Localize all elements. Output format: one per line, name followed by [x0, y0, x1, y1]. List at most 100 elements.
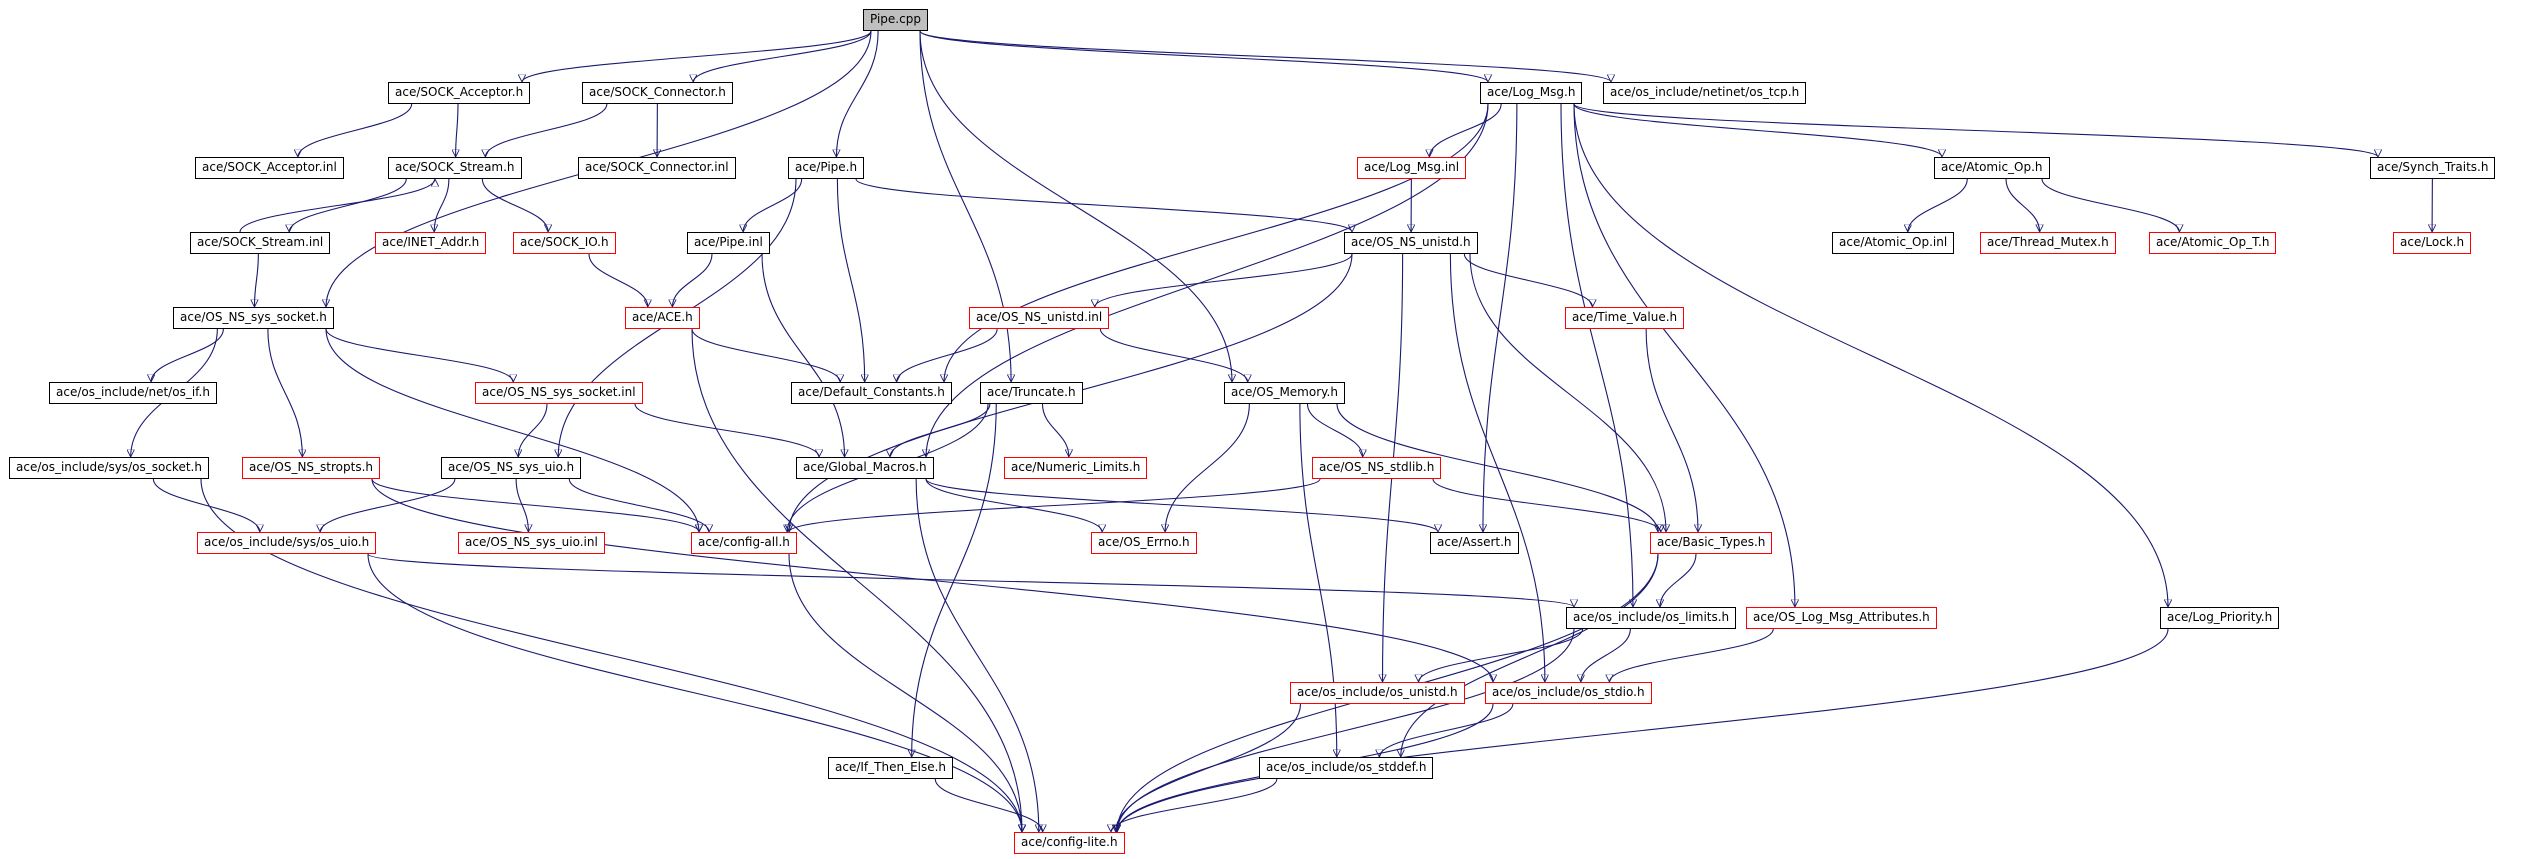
include-edge — [944, 103, 1489, 382]
file-node-global-macros-h[interactable]: ace/Global_Macros.h — [796, 457, 934, 479]
include-edge — [254, 253, 259, 307]
include-edge — [2005, 178, 2040, 233]
include-edge — [836, 30, 879, 157]
file-node-ace-h[interactable]: ace/ACE.h — [625, 307, 700, 329]
include-edge — [456, 103, 458, 157]
file-node-atomic-op-h[interactable]: ace/Atomic_Op.h — [1934, 157, 2050, 179]
file-node-time-value-h[interactable]: ace/Time_Value.h — [1565, 307, 1685, 329]
include-edge — [2041, 178, 2179, 233]
file-node-log-msg-h[interactable]: ace/Log_Msg.h — [1480, 82, 1583, 104]
file-node-numeric-limits-h[interactable]: ace/Numeric_Limits.h — [1004, 457, 1148, 479]
file-node-os-ns-unistd-inl[interactable]: ace/OS_NS_unistd.inl — [969, 307, 1110, 329]
file-node-synch-traits-h[interactable]: ace/Synch_Traits.h — [2370, 157, 2496, 179]
include-edge — [1117, 628, 1575, 832]
include-edge — [788, 553, 1022, 832]
include-edge — [1095, 253, 1353, 308]
include-edge — [588, 253, 648, 308]
file-node-os-stdio-h[interactable]: ace/os_include/os_stdio.h — [1485, 682, 1652, 704]
include-edge — [1099, 328, 1247, 383]
include-edge — [289, 178, 407, 233]
file-node-default-constants-h[interactable]: ace/Default_Constants.h — [791, 382, 952, 404]
file-node-sock-acceptor-inl[interactable]: ace/SOCK_Acceptor.inl — [195, 157, 344, 179]
file-node-if-then-else-h[interactable]: ace/If_Then_Else.h — [828, 757, 954, 779]
include-edge — [693, 30, 872, 83]
file-node-os-ns-sys-uio-h[interactable]: ace/OS_NS_sys_uio.h — [441, 457, 582, 479]
file-node-os-limits-h[interactable]: ace/os_include/os_limits.h — [1566, 607, 1737, 629]
file-node-sock-acceptor-h[interactable]: ace/SOCK_Acceptor.h — [388, 82, 531, 104]
include-edge — [485, 103, 608, 158]
include-edge — [151, 328, 224, 383]
include-edge — [1117, 628, 2169, 832]
file-node-sock-connector-h[interactable]: ace/SOCK_Connector.h — [582, 82, 733, 104]
file-node-atomic-op-t-h[interactable]: ace/Atomic_Op_T.h — [2149, 232, 2277, 254]
include-edge — [1660, 553, 1697, 608]
include-edge — [925, 478, 1438, 533]
file-node-os-stddef-h[interactable]: ace/os_include/os_stddef.h — [1259, 757, 1434, 779]
include-edge — [152, 478, 260, 533]
include-edge — [1581, 628, 1631, 683]
include-edge — [1463, 253, 1592, 308]
file-node-sock-stream-inl[interactable]: ace/SOCK_Stream.inl — [190, 232, 331, 254]
include-edge — [325, 328, 699, 532]
include-edge — [1908, 178, 1968, 233]
file-node-atomic-op-inl[interactable]: ace/Atomic_Op.inl — [1832, 232, 1955, 254]
file-node-os-ns-unistd-h[interactable]: ace/OS_NS_unistd.h — [1344, 232, 1478, 254]
file-node-truncate-h[interactable]: ace/Truncate.h — [980, 382, 1083, 404]
include-edge — [1419, 628, 1584, 683]
file-node-pipe-h[interactable]: ace/Pipe.h — [788, 157, 865, 179]
file-node-os-uio-h[interactable]: ace/os_include/sys/os_uio.h — [197, 532, 377, 554]
include-edge — [743, 178, 803, 233]
file-node-os-ns-stropts-h[interactable]: ace/OS_NS_stropts.h — [242, 457, 380, 479]
file-node-os-ns-stdlib-h[interactable]: ace/OS_NS_stdlib.h — [1312, 457, 1442, 479]
file-node-pipe-cpp: Pipe.cpp — [863, 9, 928, 31]
include-edge — [518, 403, 548, 457]
file-node-lock-h[interactable]: ace/Lock.h — [2393, 232, 2472, 254]
file-node-basic-types-h[interactable]: ace/Basic_Types.h — [1650, 532, 1773, 554]
file-node-os-socket-h[interactable]: ace/os_include/sys/os_socket.h — [9, 457, 209, 479]
include-edge — [239, 178, 435, 233]
include-edge — [855, 178, 1352, 233]
file-node-os-ns-sys-socket-h[interactable]: ace/OS_NS_sys_socket.h — [173, 307, 334, 329]
file-node-os-ns-sys-uio-inl[interactable]: ace/OS_NS_sys_uio.inl — [458, 532, 605, 554]
include-edge — [672, 253, 713, 308]
include-edge — [371, 478, 699, 533]
file-node-os-unistd-h[interactable]: ace/os_include/os_unistd.h — [1290, 682, 1465, 704]
file-node-os-log-msg-attributes-h[interactable]: ace/OS_Log_Msg_Attributes.h — [1746, 607, 1937, 629]
file-node-pipe-inl[interactable]: ace/Pipe.inl — [687, 232, 770, 254]
include-edge — [1469, 253, 1666, 532]
include-edge — [298, 103, 413, 158]
include-edge — [836, 178, 864, 382]
file-node-os-if-h[interactable]: ace/os_include/net/os_if.h — [49, 382, 217, 404]
include-edge — [267, 328, 303, 457]
include-edge — [915, 478, 1039, 832]
include-edge — [1116, 703, 1302, 832]
include-edge — [1573, 103, 1942, 158]
include-edge — [515, 478, 528, 532]
include-edge — [691, 328, 840, 383]
file-node-os-errno-h[interactable]: ace/OS_Errno.h — [1091, 532, 1197, 554]
file-node-sock-connector-inl[interactable]: ace/SOCK_Connector.inl — [578, 157, 736, 179]
file-node-assert-h[interactable]: ace/Assert.h — [1430, 532, 1519, 554]
include-edge — [919, 30, 1611, 83]
file-node-os-tcp-h[interactable]: ace/os_include/netinet/os_tcp.h — [1603, 82, 1807, 104]
file-node-inet-addr-h[interactable]: ace/INET_Addr.h — [375, 232, 487, 254]
include-edge — [1432, 478, 1661, 533]
file-node-thread-mutex-h[interactable]: ace/Thread_Mutex.h — [1980, 232, 2116, 254]
file-node-sock-io-h[interactable]: ace/SOCK_IO.h — [513, 232, 616, 254]
file-node-os-memory-h[interactable]: ace/OS_Memory.h — [1224, 382, 1345, 404]
file-node-sock-stream-h[interactable]: ace/SOCK_Stream.h — [388, 157, 522, 179]
include-edge — [925, 478, 1102, 533]
file-node-os-ns-sys-socket-inl[interactable]: ace/OS_NS_sys_socket.inl — [475, 382, 643, 404]
file-node-config-all-h[interactable]: ace/config-all.h — [691, 532, 797, 554]
include-edge — [691, 328, 1022, 832]
file-node-log-msg-inl[interactable]: ace/Log_Msg.inl — [1357, 157, 1467, 179]
include-edge — [1111, 778, 1278, 833]
include-edge — [919, 30, 1232, 382]
file-node-log-priority-h[interactable]: ace/Log_Priority.h — [2160, 607, 2280, 629]
include-edge — [320, 478, 456, 533]
file-node-config-lite-h[interactable]: ace/config-lite.h — [1014, 832, 1125, 854]
include-edge — [1483, 103, 1518, 532]
include-edge — [934, 778, 1042, 833]
